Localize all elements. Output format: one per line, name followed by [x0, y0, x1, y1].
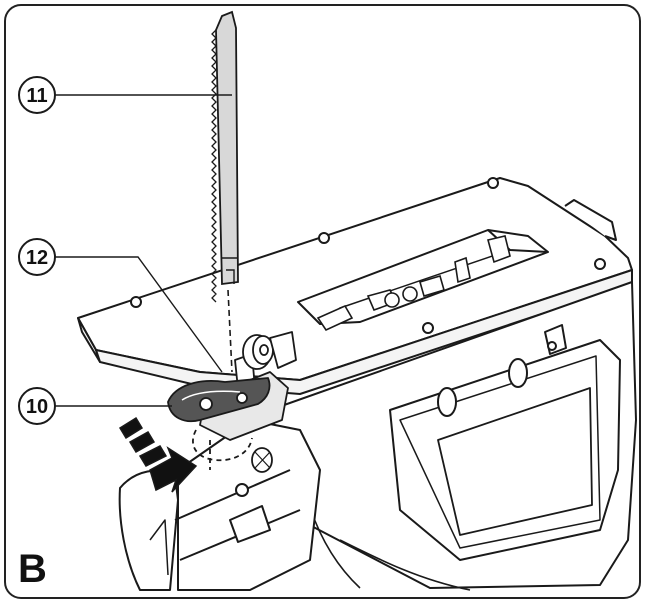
lower-guard: [118, 419, 321, 591]
callout-12: 12: [18, 238, 56, 276]
leader-12: [55, 256, 223, 373]
release-lever: [167, 377, 271, 423]
tool-body: [269, 281, 637, 591]
callout-10: 10: [18, 387, 56, 425]
callout-11: 11: [18, 76, 56, 114]
callout-leaders: [55, 94, 232, 407]
slot-mechanism: [316, 235, 511, 332]
saw-blade: [211, 10, 239, 373]
panel-label: B: [18, 547, 47, 591]
svg-text:11: 11: [26, 85, 47, 107]
push-direction-arrow-icon: [118, 416, 198, 493]
figure-frame: [4, 4, 641, 599]
svg-text:12: 12: [26, 247, 48, 269]
base-plate: [77, 177, 633, 395]
svg-text:10: 10: [26, 396, 48, 418]
blade-teeth: [211, 29, 217, 303]
